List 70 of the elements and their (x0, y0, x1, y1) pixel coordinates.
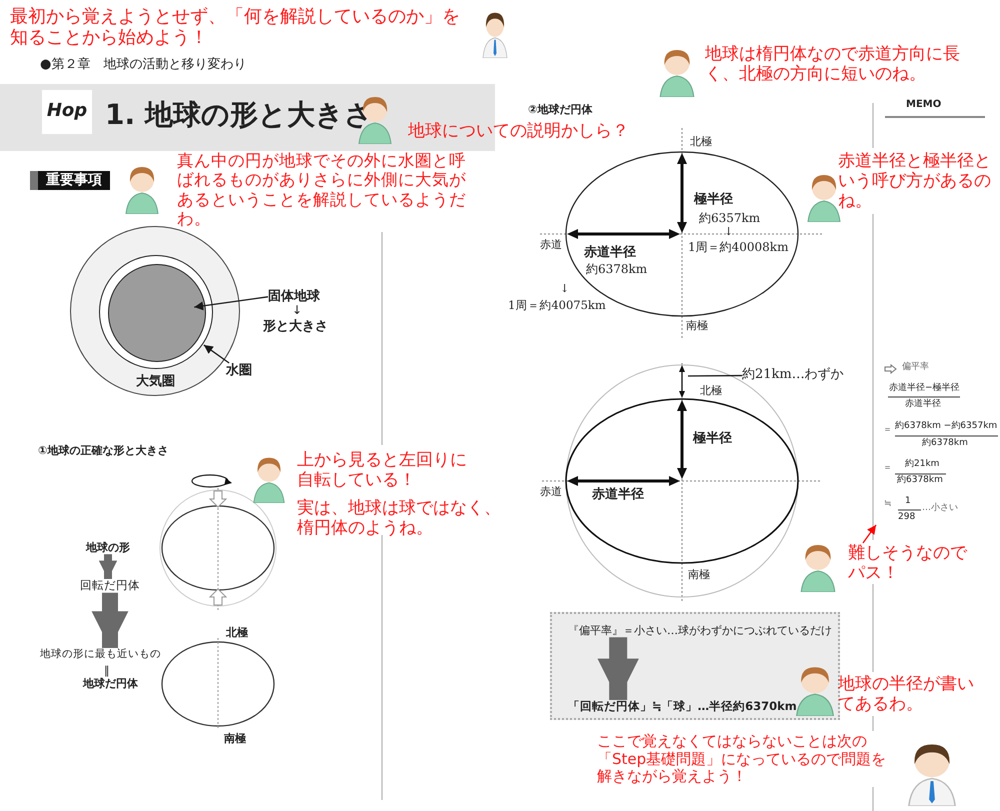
arrow (862, 524, 877, 544)
measurement-text: 1周＝約40075km (508, 299, 606, 313)
formula-text: 約6378km −約6357km (895, 421, 998, 432)
comment-text: ここで覚えなくてはならないことは次の「Step基礎問題」になっているので問題を解きながら覚えよう！ (597, 733, 888, 786)
section-heading: ①地球の正確な形と大きさ (38, 444, 168, 458)
flow-text: 地球の形に最も近いもの (40, 648, 161, 661)
formula-text: ＝ (883, 463, 892, 474)
comment-text: 最初から覚えようとせず、「何を解説しているのか」を知ることから始めよう！ (10, 6, 461, 48)
callout-label: 形と大きさ (263, 319, 328, 335)
hop-badge: Hop (42, 90, 92, 134)
leader-line (688, 374, 742, 377)
radius-label: 極半径 (693, 431, 732, 447)
callout-label: 固体地球 (268, 289, 320, 305)
comment-text: 実は、地球は球ではなく、楕円体のようね。 (297, 498, 502, 538)
comment-text: 上から見ると左回りに自転している！ (297, 450, 468, 490)
axis-label: 北極 (226, 626, 248, 640)
measurement-text: 約6378km (586, 262, 648, 276)
flow-text: 回転だ円体 (80, 579, 140, 593)
radius-label: 極半径 (694, 192, 733, 208)
radius-label: 赤道半径 (592, 487, 644, 503)
axis-label: 南極 (224, 732, 246, 746)
summary-text: 「回転だ円体」≒「球」…半径約6370km (568, 700, 797, 714)
formula-text: 約6378km (922, 438, 968, 449)
comment-text: 地球の半径が書いてあるわ。 (838, 674, 975, 714)
block-arrow (98, 554, 118, 579)
summary-text: 『偏平率』＝小さい…球がわずかにつぶれているだけ (568, 624, 832, 638)
section-heading: ②地球だ円体 (528, 103, 592, 116)
earth-disc (108, 264, 206, 362)
memo-heading: MEMO (906, 99, 942, 111)
comment-text: 真ん中の円が地球でその外に水圏と呼ばれるものがありさらに外側に大気があるということを解説しているようだわ。 (177, 151, 467, 229)
flow-text: 地球の形 (86, 541, 130, 554)
arrow-glyph: ↓ (292, 303, 302, 318)
formula-text: 1 (905, 496, 911, 507)
formula-text: 298 (898, 512, 916, 523)
equals-glyph: ‖ (104, 664, 110, 678)
formula-text: ＝ (883, 425, 892, 436)
axis-label: 南極 (686, 319, 708, 332)
block-arrow (597, 637, 639, 700)
heading-tag: 重要事項 (30, 171, 110, 190)
formula-text: 約6378km (897, 475, 943, 486)
arrow-glyph: ↓ (560, 282, 570, 296)
formula-text: 赤道半径 (905, 399, 941, 410)
block-arrow (92, 592, 128, 648)
comment-text: 地球は楕円体なので赤道方向に長く、北極の方向に短いのね。 (705, 44, 960, 84)
formula-text: …小さい (922, 503, 958, 514)
flow-text: 地球だ円体 (83, 677, 138, 690)
axis-label: 赤道 (540, 238, 562, 252)
radius-label: 赤道半径 (584, 245, 636, 261)
callout-label: 水圏 (226, 363, 252, 379)
formula-text: 赤道半径−極半径 (889, 383, 960, 394)
summary-box (550, 612, 840, 720)
circle-label: 大気圏 (136, 374, 175, 390)
comment-text: 赤道半径と極半径という呼び方があるのね。 (838, 151, 992, 212)
title-text: 1. 地球の形と大きさ (105, 98, 373, 132)
annotation-text: 約21km…わずか (742, 367, 844, 383)
chapter-heading: ●第２章 地球の活動と移り変わり (40, 57, 246, 73)
formula-text: ≒ (884, 499, 892, 510)
formula-text: 偏平率 (902, 362, 929, 373)
measurement-text: 約6357km (699, 211, 760, 226)
comment-text: 地球についての説明かしら？ (408, 121, 629, 142)
title-band (0, 84, 495, 151)
axis-label: 北極 (690, 135, 712, 148)
formula-text: 約21km (905, 459, 940, 470)
comment-text: 難しそうなのでパス！ (848, 543, 973, 584)
measurement-text: 1周＝約40008km (688, 240, 788, 254)
axis-label: 北極 (700, 384, 722, 398)
axis-label: 赤道 (540, 485, 562, 498)
arrow-glyph: ↓ (724, 225, 734, 238)
axis-label: 南極 (688, 568, 710, 582)
arrow (194, 296, 268, 310)
